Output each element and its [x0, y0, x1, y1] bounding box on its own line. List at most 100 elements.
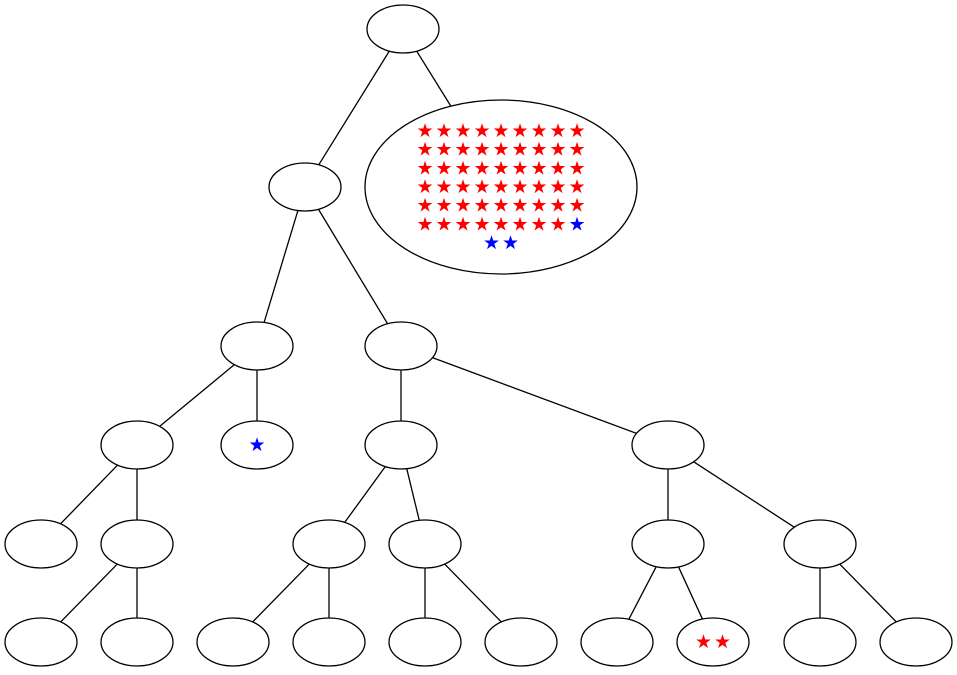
- node-n16: [100, 617, 174, 667]
- red-star-icon: ★: [416, 120, 433, 142]
- red-star-icon: ★: [549, 176, 566, 198]
- node-n10: [100, 519, 174, 569]
- red-star-icon: ★: [530, 139, 547, 161]
- edge-n13-n22: [677, 566, 704, 620]
- edge-n5-n9: [60, 464, 118, 525]
- node-n19: [388, 617, 462, 667]
- edge-n10-n15: [60, 563, 118, 623]
- red-star-icon: ★: [454, 195, 471, 217]
- node-ellipse: [364, 420, 438, 470]
- node-n8: [631, 420, 705, 470]
- node-n15: [4, 617, 78, 667]
- red-star-icon: ★: [416, 139, 433, 161]
- red-star-icon: ★: [435, 157, 452, 179]
- edge-n1-n4: [317, 208, 389, 325]
- node-ellipse: [100, 519, 174, 569]
- edge-n4-n8: [432, 357, 637, 434]
- node-n14: [783, 519, 857, 569]
- red-star-icon: ★: [530, 157, 547, 179]
- node-ellipse: [631, 420, 705, 470]
- red-star-icon: ★: [416, 176, 433, 198]
- red-star-icon: ★: [549, 195, 566, 217]
- node-ellipse: [580, 617, 654, 667]
- node-ellipse: [676, 617, 750, 667]
- node-n11: [292, 519, 366, 569]
- red-star-icon: ★: [454, 139, 471, 161]
- red-star-icon: ★: [511, 157, 528, 179]
- edge-n8-n14: [693, 461, 795, 528]
- red-star-icon: ★: [416, 195, 433, 217]
- red-star-icon: ★: [549, 213, 566, 235]
- red-star-icon: ★: [473, 157, 490, 179]
- edge-n3-n5: [159, 364, 235, 427]
- blue-star-icon: ★: [568, 213, 585, 235]
- node-ellipse: [879, 617, 953, 667]
- node-n13: [631, 519, 705, 569]
- node-n20: [484, 617, 558, 667]
- red-star-icon: ★: [492, 213, 509, 235]
- red-star-icon: ★: [568, 195, 585, 217]
- red-star-icon: ★: [530, 213, 547, 235]
- edge-n11-n17: [252, 563, 310, 623]
- red-star-icon: ★: [416, 213, 433, 235]
- red-star-icon: ★: [435, 120, 452, 142]
- node-n2: ★★★★★★★★★★★★★★★★★★★★★★★★★★★★★★★★★★★★★★★★…: [364, 99, 638, 275]
- node-ellipse: [783, 519, 857, 569]
- edge-n14-n24: [839, 563, 897, 623]
- red-star-icon: ★: [454, 213, 471, 235]
- red-star-icon: ★: [473, 176, 490, 198]
- node-n9: [4, 519, 78, 569]
- red-star-icon: ★: [435, 213, 452, 235]
- node-ellipse: [4, 617, 78, 667]
- red-star-icon: ★: [454, 176, 471, 198]
- edge-n0-n2: [416, 50, 452, 107]
- red-star-icon: ★: [714, 631, 731, 653]
- edge-n12-n20: [444, 563, 502, 623]
- red-star-icon: ★: [695, 631, 712, 653]
- node-ellipse: [196, 617, 270, 667]
- red-star-icon: ★: [511, 139, 528, 161]
- node-ellipse: [783, 617, 857, 667]
- node-ellipse: [4, 519, 78, 569]
- edge-n1-n3: [263, 210, 299, 323]
- node-n3: [220, 321, 294, 371]
- blue-star-icon: ★: [483, 232, 500, 254]
- node-ellipse: [388, 617, 462, 667]
- node-ellipse: [220, 420, 294, 470]
- red-star-icon: ★: [473, 139, 490, 161]
- node-ellipse: [292, 519, 366, 569]
- node-n7: [364, 420, 438, 470]
- nodes-layer: ★★★★★★★★★★★★★★★★★★★★★★★★★★★★★★★★★★★★★★★★…: [4, 4, 953, 667]
- red-star-icon: ★: [530, 176, 547, 198]
- edge-n7-n11: [344, 466, 386, 523]
- node-ellipse: [631, 519, 705, 569]
- red-star-icon: ★: [492, 176, 509, 198]
- node-ellipse: [220, 321, 294, 371]
- node-n0: [366, 4, 440, 54]
- node-n21: [580, 617, 654, 667]
- red-star-icon: ★: [416, 157, 433, 179]
- node-n24: [879, 617, 953, 667]
- red-star-icon: ★: [568, 139, 585, 161]
- node-n17: [196, 617, 270, 667]
- red-star-icon: ★: [549, 139, 566, 161]
- node-n1: [268, 162, 342, 212]
- blue-star-icon: ★: [248, 434, 265, 456]
- red-star-icon: ★: [568, 157, 585, 179]
- red-star-icon: ★: [549, 120, 566, 142]
- node-n22: ★★: [676, 617, 750, 667]
- node-n18: [292, 617, 366, 667]
- node-ellipse: [388, 519, 462, 569]
- node-ellipse: [364, 321, 438, 371]
- red-star-icon: ★: [511, 120, 528, 142]
- blue-star-icon: ★: [502, 232, 519, 254]
- red-star-icon: ★: [454, 120, 471, 142]
- edges-layer: [60, 50, 897, 623]
- node-n12: [388, 519, 462, 569]
- red-star-icon: ★: [435, 195, 452, 217]
- red-star-icon: ★: [511, 195, 528, 217]
- node-ellipse: [292, 617, 366, 667]
- red-star-icon: ★: [435, 176, 452, 198]
- red-star-icon: ★: [511, 213, 528, 235]
